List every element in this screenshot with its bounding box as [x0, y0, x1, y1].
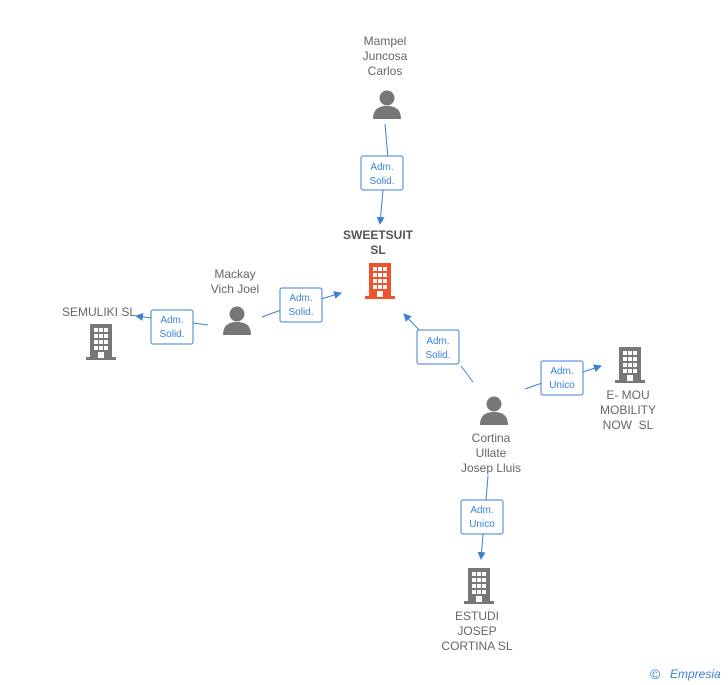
building-icon [464, 568, 494, 604]
brand-logo: Empresia [670, 667, 721, 681]
badge-line: Adm. [370, 162, 393, 173]
edge-mampel-sweetsuit [380, 123, 389, 224]
footer-brand: © Empresia [650, 666, 721, 682]
node-sweetsuit[interactable]: SWEETSUIT SL [343, 228, 414, 299]
node-label: JOSEP [457, 624, 496, 638]
node-label: Josep Lluis [461, 461, 521, 475]
node-label: Mackay [214, 267, 255, 281]
node-label: Vich Joel [211, 282, 259, 296]
node-cortina[interactable]: Cortina Ullate Josep Lluis [461, 396, 521, 476]
node-label: Ullate [476, 446, 507, 460]
badge-line: Adm. [426, 336, 449, 347]
person-icon [373, 90, 401, 119]
node-label: SEMULIKI SL [62, 305, 136, 319]
badge-line: Unico [549, 380, 575, 391]
badge-line: Adm. [470, 505, 493, 516]
badge-line: Solid. [288, 307, 313, 318]
badge-line: Adm. [289, 293, 312, 304]
badge-e5: Adm. Unico [540, 360, 584, 396]
badge-e4: Adm. Solid. [416, 329, 460, 365]
edge-cortina-estudi [481, 475, 488, 559]
node-emou[interactable]: E- MOU MOBILITY NOW SL [600, 347, 656, 432]
node-label: CORTINA SL [441, 639, 512, 653]
node-mackay[interactable]: Mackay Vich Joel [211, 267, 259, 335]
badge-line: Unico [469, 519, 495, 530]
badge-line: Adm. [550, 366, 573, 377]
badge-line: Solid. [159, 329, 184, 340]
node-label: Carlos [368, 64, 403, 78]
node-label: ESTUDI [455, 609, 499, 623]
edge-mackay-sweetsuit [261, 293, 341, 318]
edge-cortina-emou [524, 366, 601, 390]
person-icon [480, 396, 508, 425]
badge-e3: Adm. Solid. [150, 309, 194, 345]
node-label: Cortina [472, 431, 511, 445]
badge-e1: Adm. Solid. [360, 155, 404, 191]
badge-line: Adm. [160, 315, 183, 326]
node-label: MOBILITY [600, 403, 656, 417]
badge-e2: Adm. Solid. [279, 287, 323, 323]
node-label: Mampel [364, 34, 407, 48]
building-icon [615, 347, 645, 383]
edge-cortina-sweetsuit [404, 314, 474, 383]
node-label: Juncosa [363, 49, 408, 63]
edges [136, 123, 601, 559]
node-estudi[interactable]: ESTUDI JOSEP CORTINA SL [441, 568, 513, 653]
node-label: E- MOU [606, 388, 649, 402]
node-semuliki[interactable]: SEMULIKI SL [62, 305, 136, 360]
building-icon [86, 324, 116, 360]
badge-line: Solid. [425, 350, 450, 361]
edge-mackay-semuliki [136, 316, 209, 326]
node-label: SWEETSUIT [343, 228, 414, 242]
node-label: NOW SL [603, 418, 654, 432]
node-mampel[interactable]: Mampel Juncosa Carlos [363, 34, 408, 119]
copyright-icon: © [650, 666, 661, 682]
building-icon [365, 263, 395, 299]
badge-line: Solid. [369, 176, 394, 187]
badge-e6: Adm. Unico [460, 499, 504, 535]
node-label: SL [370, 243, 385, 257]
person-icon [223, 306, 251, 335]
